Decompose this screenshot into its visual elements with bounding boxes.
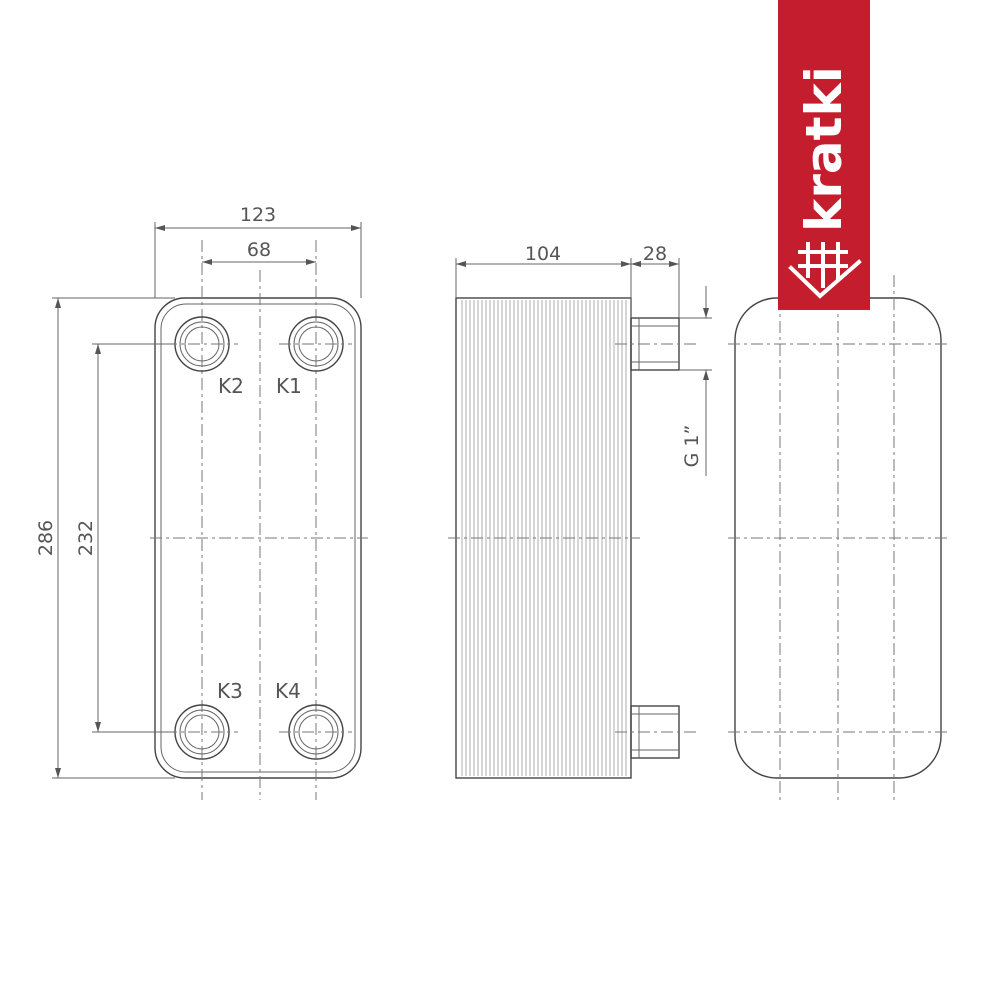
dimension-total-height: 286 [35, 297, 175, 779]
kratki-logo: kratki [778, 0, 870, 310]
logo-wordmark: kratki [795, 66, 853, 232]
dimension-connection-length: 28 [631, 243, 680, 318]
port-k1 [279, 316, 352, 372]
dimension-port-spacing-horizontal-value: 68 [247, 239, 271, 261]
front-view: K2 K1 K3 K4 123 68 286 [35, 204, 368, 800]
dimension-port-spacing-vertical-value: 232 [75, 520, 97, 556]
logo-grate-mark [788, 242, 862, 299]
dimension-total-width: 123 [154, 204, 362, 298]
dimension-port-spacing-horizontal: 68 [202, 239, 316, 265]
dimension-plate-pack-depth-value: 104 [525, 243, 561, 265]
port-label-k4: K4 [275, 679, 301, 703]
side-view: 104 28 G 1” [448, 243, 712, 779]
dimension-connection-length-value: 28 [643, 243, 667, 265]
dimension-total-width-value: 123 [240, 204, 276, 226]
dimension-thread-value: G 1” [681, 425, 703, 468]
port-k4 [279, 704, 352, 760]
port-label-k3: K3 [217, 679, 243, 703]
dimension-total-height-value: 286 [35, 520, 57, 556]
dimension-port-spacing-vertical: 232 [75, 343, 175, 733]
dimension-plate-pack-depth: 104 [455, 243, 632, 318]
dimension-thread: G 1” [679, 286, 712, 476]
port-label-k2: K2 [218, 374, 244, 398]
back-view [728, 275, 948, 800]
port-label-k1: K1 [276, 374, 302, 398]
